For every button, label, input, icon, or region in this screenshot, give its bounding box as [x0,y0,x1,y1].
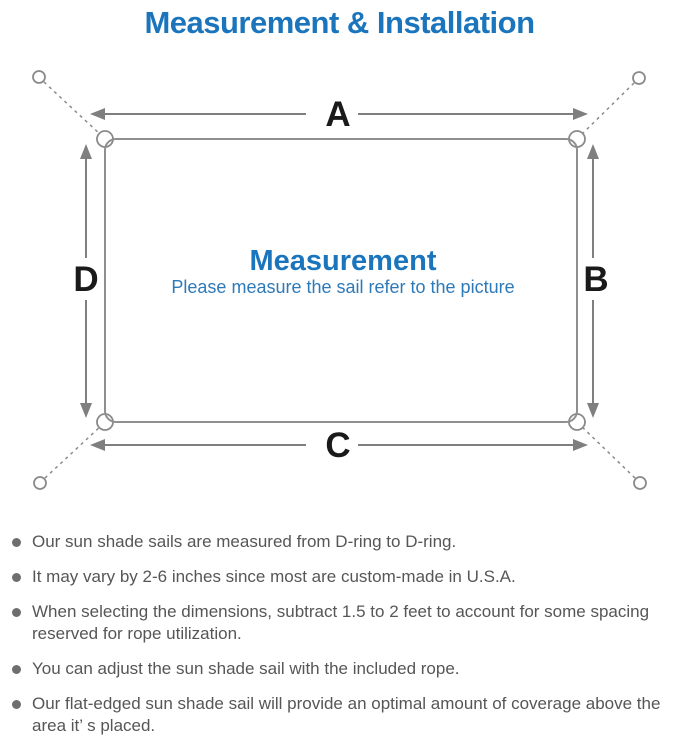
arrowhead-up-icon [587,144,599,159]
d-ring-icon-top-right [568,130,586,148]
note-item: You can adjust the sun shade sail with t… [10,658,673,680]
note-text: It may vary by 2-6 inches since most are… [32,567,516,586]
dimension-label-bottom: C [325,426,350,465]
bullet-icon [12,665,21,674]
arrowhead-right-icon [573,108,588,120]
d-ring-icon-bottom-right [568,413,586,431]
bullet-icon [12,573,21,582]
anchor-line-bottom-right [579,424,636,479]
anchor-line-top-left [43,81,103,137]
anchor-point-icon-bottom-left [33,476,47,490]
anchor-point-icon-top-right [632,71,646,85]
d-ring-icon-top-left [96,130,114,148]
dimension-label-right: B [583,260,608,299]
bullet-icon [12,608,21,617]
page-title: Measurement & Installation [144,5,535,40]
arrowhead-left-icon [90,439,105,451]
anchor-point-icon-bottom-right [633,476,647,490]
dimension-label-top: A [325,95,350,134]
arrowhead-down-icon [587,403,599,418]
arrowhead-right-icon [573,439,588,451]
note-text: When selecting the dimensions, subtract … [32,602,650,643]
anchor-line-top-right [579,82,635,137]
arrowhead-down-icon [80,403,92,418]
dimension-arrow-right [587,144,599,418]
dimension-arrow-top [90,108,588,120]
note-text: Our flat-edged sun shade sail will provi… [32,694,661,735]
diagram-center-title: Measurement [250,245,437,277]
note-item: Our sun shade sails are measured from D-… [10,531,673,553]
sail-outline [104,138,578,423]
note-text: Our sun shade sails are measured from D-… [32,532,457,551]
measurement-diagram: A C D B Measurement Please measure the s… [32,70,647,490]
bullet-icon [12,538,21,547]
arrowhead-left-icon [90,108,105,120]
dimension-arrow-left [80,144,92,418]
dimension-label-left: D [73,260,98,299]
anchor-line-bottom-left [44,424,103,479]
note-text: You can adjust the sun shade sail with t… [32,659,460,678]
anchor-point-icon-top-left [32,70,46,84]
notes-list: Our sun shade sails are measured from D-… [0,531,679,739]
note-item: It may vary by 2-6 inches since most are… [10,566,673,588]
note-item: Our flat-edged sun shade sail will provi… [10,693,673,737]
note-item: When selecting the dimensions, subtract … [10,601,673,645]
arrowhead-up-icon [80,144,92,159]
dimension-arrow-bottom [90,439,588,451]
bullet-icon [12,700,21,709]
d-ring-icon-bottom-left [96,413,114,431]
diagram-center-subtitle: Please measure the sail refer to the pic… [171,277,514,297]
